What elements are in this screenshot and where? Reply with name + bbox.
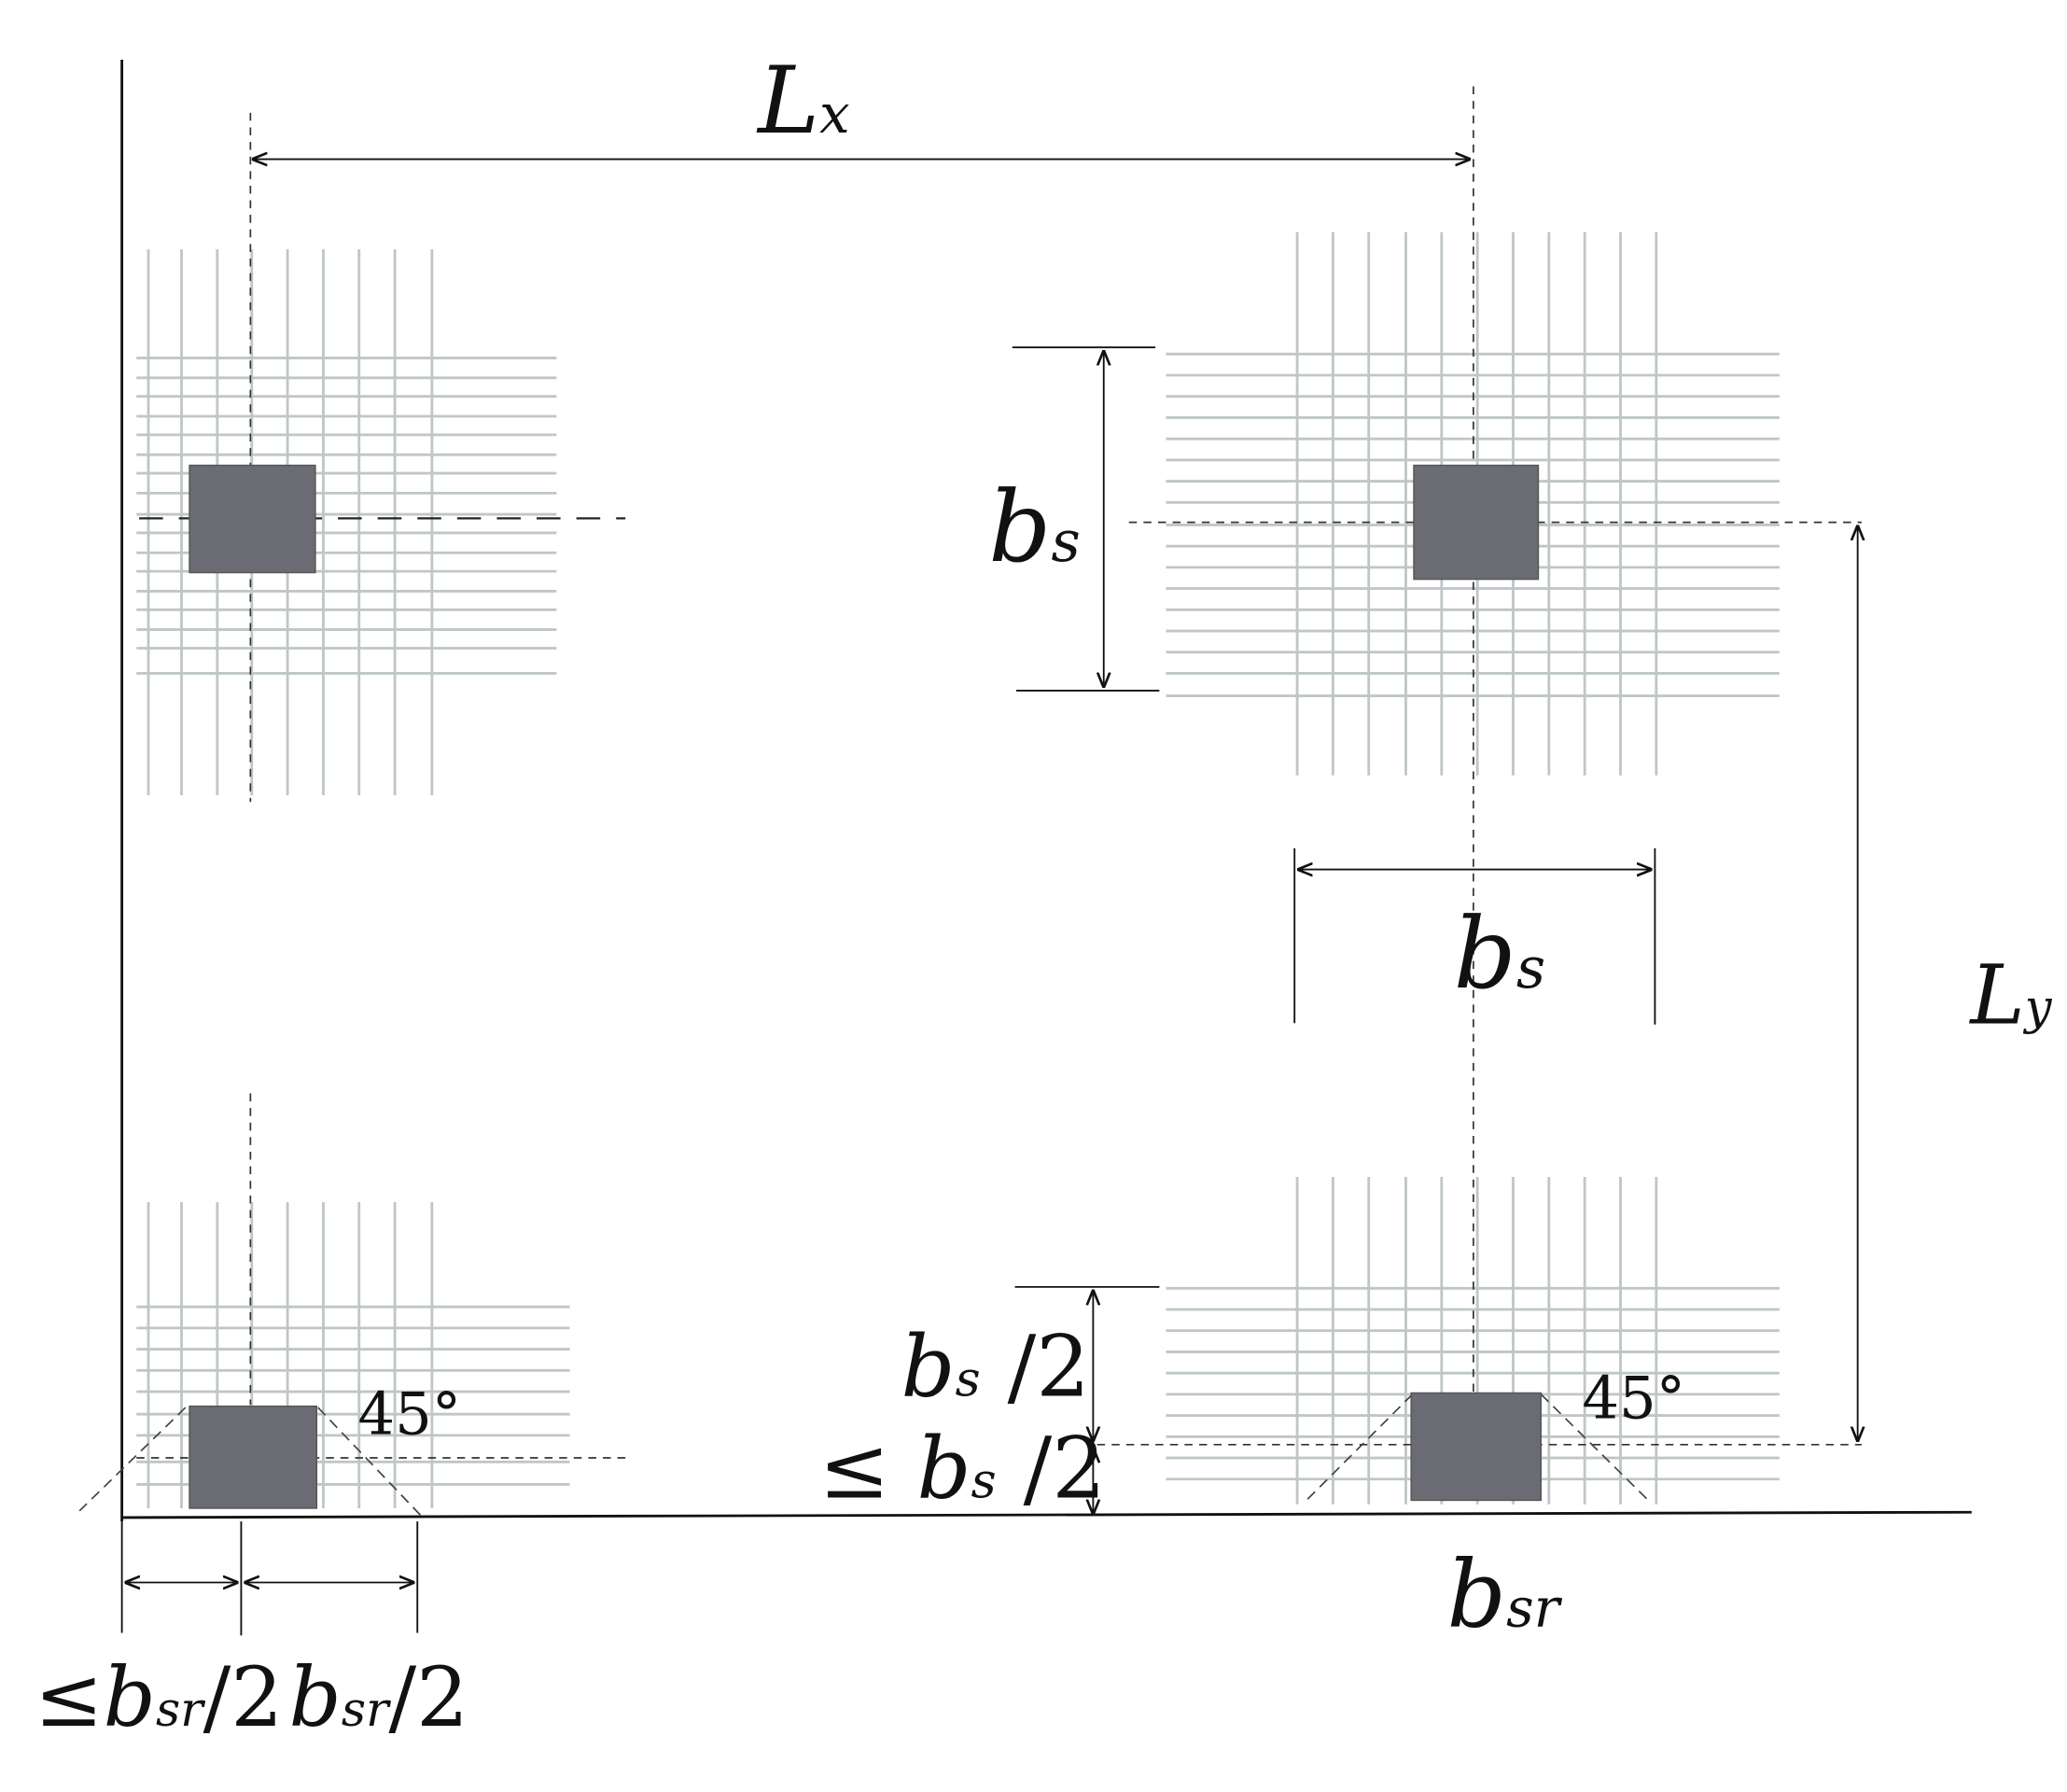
column-top-right [1413, 464, 1540, 581]
label-bsr-half: bsr/2 [289, 1649, 469, 1745]
label-ly-sub: y [2023, 980, 2053, 1035]
label-bsr-half-tail: /2 [388, 1649, 468, 1745]
label-le-bs-half: ≤ bs /2 [818, 1421, 1106, 1519]
columns [189, 464, 1543, 1509]
mesh-top-left [136, 249, 557, 796]
label-bs-vertical: bs [988, 469, 1081, 584]
column-bottom-right [1410, 1392, 1543, 1502]
label-lx-main: L [756, 48, 819, 155]
label-bs-half-sub: s [956, 1351, 981, 1407]
label-bsr: bsr [1447, 1541, 1563, 1648]
label-bs-vertical-sub: s [1051, 509, 1080, 575]
labels: Lx Ly bs bs bs /2 ≤ bs /2 bsr ≤bsr/2 bsr… [35, 48, 2053, 1745]
label-le-bs-half-lead: ≤ [818, 1421, 916, 1519]
label-le-bsr-half-main: b [104, 1649, 156, 1745]
label-bs-vertical-main: b [988, 469, 1051, 584]
label-bsr-half-sub: sr [342, 1683, 391, 1738]
label-le-bsr-half-sub: sr [156, 1683, 205, 1738]
label-bs-half: bs /2 [901, 1318, 1091, 1416]
label-bs-horizontal-main: b [1454, 896, 1516, 1011]
cone-right-a [1304, 1393, 1414, 1503]
label-le-bs-half-tail: /2 [997, 1421, 1106, 1519]
label-lx: Lx [756, 48, 850, 155]
bottom-edge-line [121, 1510, 1972, 1519]
column-top-left [189, 464, 316, 574]
column-bottom-left [189, 1405, 318, 1509]
dimension-lines [120, 160, 1858, 1636]
label-lx-sub: x [819, 82, 850, 146]
label-angle-left: 45° [357, 1379, 461, 1448]
label-bs-half-tail: /2 [981, 1318, 1090, 1416]
label-le-bsr-half: ≤bsr/2 [35, 1649, 283, 1745]
cone-left-b [317, 1407, 425, 1519]
slab-edges [120, 60, 1972, 1522]
cone-right-b [1540, 1393, 1651, 1503]
label-bsr-sub: sr [1506, 1575, 1563, 1639]
label-bsr-half-main: b [289, 1649, 342, 1745]
label-bs-horizontal-sub: s [1516, 935, 1545, 1001]
label-ly: Ly [1968, 946, 2052, 1043]
label-le-bs-half-sub: s [971, 1453, 997, 1510]
label-le-bsr-half-tail: /2 [203, 1649, 284, 1745]
label-bs-half-main: b [901, 1318, 956, 1416]
label-bsr-main: b [1447, 1541, 1507, 1648]
label-le-bsr-half-lead: ≤ [35, 1649, 104, 1745]
label-le-bs-half-main: b [916, 1421, 971, 1519]
cone-left-a [78, 1407, 187, 1512]
cone-lines-45 [78, 1393, 1651, 1519]
label-bs-horizontal: bs [1454, 896, 1546, 1011]
label-angle-right: 45° [1582, 1364, 1685, 1432]
label-ly-main: L [1968, 946, 2024, 1043]
